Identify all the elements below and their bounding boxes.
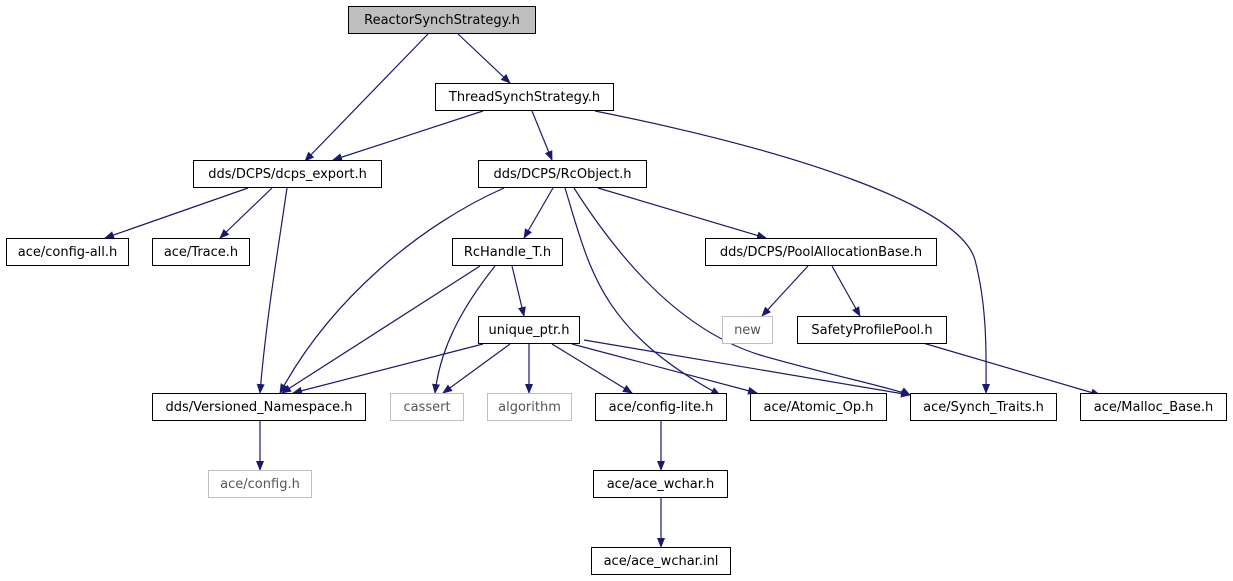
node-thread-synch-strategy[interactable]: ThreadSynchStrategy.h: [435, 83, 614, 111]
edge-rchandle-cassert: [432, 265, 496, 394]
edge-thread-rcobject: [531, 110, 553, 161]
node-cassert: cassert: [390, 393, 464, 421]
node-malloc-base[interactable]: ace/Malloc_Base.h: [1080, 393, 1227, 421]
node-config-all[interactable]: ace/config-all.h: [6, 238, 129, 266]
edge-unique-ptr-cassert: [442, 343, 511, 394]
edge-reactor-thread: [457, 33, 511, 84]
edge-unique-ptr-synch-traits: [583, 339, 911, 398]
edge-thread-dcps-export: [332, 110, 484, 162]
edge-rchandle-versioned: [281, 265, 481, 394]
node-ace-wchar-h[interactable]: ace/ace_wchar.h: [593, 470, 728, 498]
edge-rcobject-rchandle: [523, 187, 554, 239]
node-trace[interactable]: ace/Trace.h: [152, 238, 250, 266]
node-pool-allocation-base[interactable]: dds/DCPS/PoolAllocationBase.h: [705, 238, 937, 266]
node-versioned-namespace[interactable]: dds/Versioned_Namespace.h: [152, 393, 366, 421]
node-dcps-export[interactable]: dds/DCPS/dcps_export.h: [193, 160, 382, 188]
node-atomic-op[interactable]: ace/Atomic_Op.h: [750, 393, 887, 421]
node-synch-traits[interactable]: ace/Synch_Traits.h: [910, 393, 1057, 421]
edge-unique-ptr-config-lite: [551, 343, 633, 394]
edge-unique-ptr-versioned: [292, 343, 484, 395]
edge-rcobject-atomic: [564, 187, 721, 396]
edge-rcobject-versioned: [279, 187, 505, 394]
edge-safety-malloc: [922, 342, 1101, 397]
node-algorithm: algorithm: [487, 393, 572, 421]
node-new: new: [722, 316, 773, 344]
node-config-lite[interactable]: ace/config-lite.h: [595, 393, 727, 421]
edge-pool-safety: [831, 265, 861, 317]
edge-reactor-dcps-export: [304, 33, 429, 162]
edge-thread-synch-traits: [594, 110, 991, 394]
edge-rcobject-synch-traits: [573, 187, 911, 396]
edge-dcps-export-config-all: [104, 187, 249, 239]
edge-pool-new: [761, 265, 809, 317]
node-rchandle-t[interactable]: RcHandle_T.h: [452, 238, 563, 266]
edge-rcobject-pool: [597, 187, 767, 240]
edge-rchandle-unique-ptr: [511, 265, 526, 317]
node-config: ace/config.h: [208, 470, 312, 498]
edge-dcps-export-versioned: [256, 187, 288, 394]
node-unique-ptr[interactable]: unique_ptr.h: [478, 316, 580, 344]
node-safety-profile-pool[interactable]: SafetyProfilePool.h: [797, 316, 947, 344]
edge-dcps-export-trace: [219, 187, 273, 239]
edge-unique-ptr-atomic: [571, 343, 758, 395]
node-rcobject[interactable]: dds/DCPS/RcObject.h: [478, 160, 647, 188]
node-reactor-synch-strategy: ReactorSynchStrategy.h: [348, 6, 536, 34]
node-ace-wchar-inl[interactable]: ace/ace_wchar.inl: [591, 547, 731, 575]
